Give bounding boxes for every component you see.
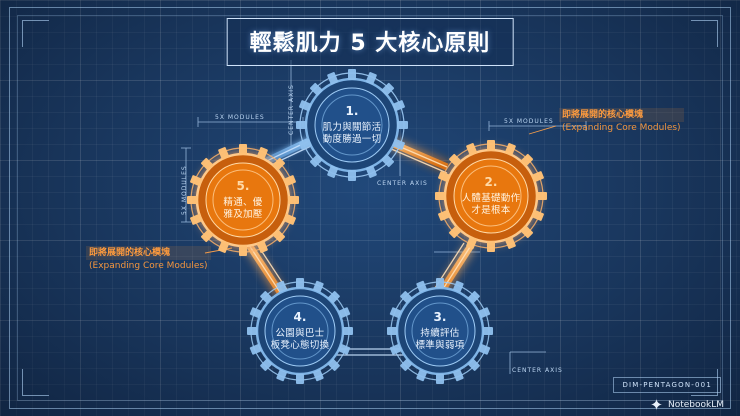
page-title-text: 輕鬆肌力 5 大核心原則 bbox=[249, 31, 491, 56]
node-5-line2: 雅及加壓 bbox=[223, 208, 263, 220]
node-4-line2: 板凳心態切換 bbox=[270, 339, 330, 351]
corner-mark-top-right bbox=[691, 20, 718, 47]
dim-label-center-axis: CENTER AXIS bbox=[377, 180, 428, 187]
node-3-line2: 標準與弱項 bbox=[415, 339, 465, 351]
dim-label-center-vertical: CENTER AXIS bbox=[288, 84, 295, 135]
dim-label-left-vertical: 5X MODULES bbox=[181, 165, 188, 215]
corner-mark-bottom-right bbox=[691, 369, 718, 396]
node-5[interactable]: 5. 精通、優 雅及加壓 bbox=[195, 152, 291, 248]
node-4-line1: 公園與巴士 bbox=[275, 327, 325, 339]
node-3-line1: 持續評估 bbox=[420, 327, 460, 339]
node-2-number: 2. bbox=[484, 175, 498, 190]
brand-name: NotebookLM bbox=[667, 399, 724, 410]
dim-label-top-right: 5X MODULES bbox=[504, 118, 554, 125]
node-2[interactable]: 2. 人體基礎動作 才是根本 bbox=[443, 148, 539, 244]
drawing-tag: DIM-PENTAGON-001 bbox=[613, 377, 721, 393]
node-3[interactable]: 3. 持續評估 標準與弱項 bbox=[392, 283, 488, 379]
frame-outer bbox=[9, 7, 731, 409]
frame-inner bbox=[17, 15, 723, 401]
callout-left-en: (Expanding Core Modules) bbox=[89, 261, 208, 272]
gear-2 bbox=[438, 143, 544, 249]
node-4-number: 4. bbox=[293, 310, 307, 325]
brand: NotebookLM bbox=[650, 398, 724, 411]
node-4[interactable]: 4. 公園與巴士 板凳心態切換 bbox=[252, 283, 348, 379]
node-1-line2: 動度勝過一切 bbox=[322, 133, 382, 145]
node-3-number: 3. bbox=[433, 310, 447, 325]
page-title: 輕鬆肌力 5 大核心原則 bbox=[226, 18, 514, 66]
node-1[interactable]: 1. 肌力與關節活 動度勝過一切 bbox=[304, 77, 400, 173]
dim-label-bottom-center-axis: CENTER AXIS bbox=[512, 367, 563, 374]
dim-label-top-left: 5X MODULES bbox=[215, 114, 265, 121]
notebooklm-icon bbox=[650, 398, 663, 411]
node-1-number: 1. bbox=[345, 104, 359, 119]
node-2-line1: 人體基礎動作 bbox=[461, 192, 521, 204]
callout-right: 即將展開的核心模塊 (Expanding Core Modules) bbox=[559, 108, 684, 134]
callout-left-cn: 即將展開的核心模塊 bbox=[86, 246, 211, 261]
corner-mark-top-left bbox=[22, 20, 49, 47]
node-1-line1: 肌力與關節活 bbox=[322, 121, 382, 133]
node-5-line1: 精通、優 bbox=[223, 196, 263, 208]
node-2-line2: 才是根本 bbox=[471, 204, 511, 216]
callout-right-en: (Expanding Core Modules) bbox=[562, 123, 681, 134]
gear-3 bbox=[390, 281, 490, 381]
callout-left: 即將展開的核心模塊 (Expanding Core Modules) bbox=[86, 246, 211, 272]
callout-right-cn: 即將展開的核心模塊 bbox=[559, 108, 684, 123]
node-5-number: 5. bbox=[236, 179, 250, 194]
corner-mark-bottom-left bbox=[22, 369, 49, 396]
